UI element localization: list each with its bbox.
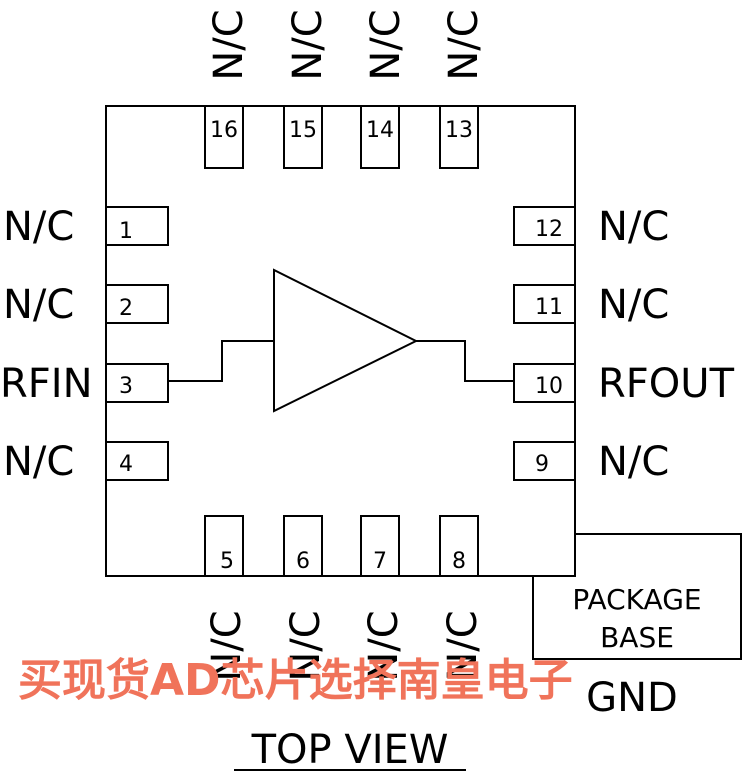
pin-13-label: N/C xyxy=(441,9,487,80)
pin-10-pad xyxy=(513,363,576,403)
pin-14-number: 14 xyxy=(366,118,394,143)
pin-5-pad xyxy=(204,515,244,577)
pin-4-label: N/C xyxy=(3,439,74,485)
pin-8-pad xyxy=(439,515,479,577)
pin-5-number: 5 xyxy=(220,549,234,574)
pin-6-label: N/C xyxy=(283,610,329,681)
pin-12-pad xyxy=(513,206,576,246)
pin-7-number: 7 xyxy=(373,549,387,574)
pin-1-pad xyxy=(105,206,169,246)
pin-12-label: N/C xyxy=(598,204,669,250)
package-base-gnd: GND xyxy=(586,675,678,721)
pin-11-label: N/C xyxy=(598,282,669,328)
package-body xyxy=(105,105,576,577)
pin-10-number: 10 xyxy=(535,374,563,399)
pin-14-label: N/C xyxy=(363,9,409,80)
pin-11-pad xyxy=(513,284,576,324)
package-base-line1: PACKAGE xyxy=(572,583,701,616)
pin-3-number: 3 xyxy=(119,374,133,399)
package-base-outline xyxy=(532,533,742,660)
package-base: PACKAGE BASE GND xyxy=(532,533,742,721)
pin-12-number: 12 xyxy=(535,217,563,242)
pin-14-pad xyxy=(360,105,400,169)
pin-4-pad xyxy=(105,441,169,481)
pin-13-number: 13 xyxy=(445,118,473,143)
pin-10-label: RFOUT xyxy=(598,361,735,407)
pin-4-number: 4 xyxy=(119,452,133,477)
rfin-wire xyxy=(168,340,274,382)
left-pins: 1 2 3 4 N/C N/C RFIN N/C xyxy=(0,204,169,485)
pin-2-label: N/C xyxy=(3,282,74,328)
pin-3-pad xyxy=(105,363,169,403)
pin-15-number: 15 xyxy=(289,118,317,143)
top-pins: 16 15 14 13 N/C N/C N/C N/C xyxy=(204,9,487,169)
pin-8-label: N/C xyxy=(440,610,486,681)
right-pins: 12 11 10 9 N/C N/C RFOUT N/C xyxy=(513,204,735,485)
pin-3-label: RFIN xyxy=(0,361,93,407)
pin-15-label: N/C xyxy=(285,9,331,80)
pin-1-label: N/C xyxy=(3,204,74,250)
pin-15-pad xyxy=(283,105,323,169)
pin-6-number: 6 xyxy=(296,549,310,574)
bottom-pins: 5 6 7 8 N/C N/C N/C N/C xyxy=(204,515,486,682)
pin-8-number: 8 xyxy=(452,549,466,574)
pin-16-pad xyxy=(204,105,244,169)
view-label: TOP VIEW xyxy=(251,727,449,772)
pin-6-pad xyxy=(283,515,323,577)
amplifier-symbol xyxy=(168,268,514,413)
pin-16-number: 16 xyxy=(210,118,238,143)
pin-2-number: 2 xyxy=(119,296,133,321)
pin-9-number: 9 xyxy=(535,452,549,477)
pin-7-pad xyxy=(360,515,400,577)
pin-16-label: N/C xyxy=(206,9,252,80)
pin-5-label: N/C xyxy=(204,610,250,681)
amplifier-triangle xyxy=(273,268,419,413)
pin-9-pad xyxy=(513,441,576,481)
pin-7-label: N/C xyxy=(361,610,407,681)
pin-9-label: N/C xyxy=(598,439,669,485)
watermark-text: 买现货AD芯片选择南皇电子 xyxy=(18,655,573,706)
rfout-wire xyxy=(416,340,514,382)
pin-1-number: 1 xyxy=(119,219,133,244)
pin-13-pad xyxy=(439,105,479,169)
package-base-line2: BASE xyxy=(600,621,674,654)
pin-2-pad xyxy=(105,284,169,324)
pin-11-number: 11 xyxy=(535,295,563,320)
